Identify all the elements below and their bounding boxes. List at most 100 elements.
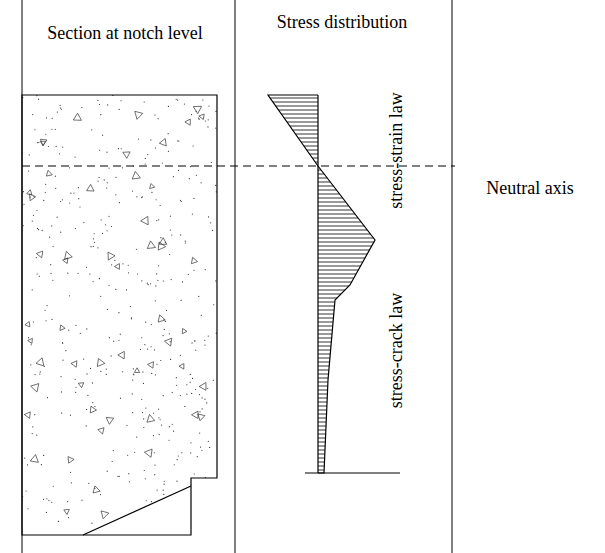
stipple-dot bbox=[93, 233, 94, 234]
aggregate-mark bbox=[30, 194, 36, 201]
stipple-dot bbox=[177, 459, 178, 460]
hatch-line bbox=[318, 390, 328, 391]
stipple-dot bbox=[172, 511, 173, 512]
aggregate-mark bbox=[30, 455, 38, 463]
stipple-dot bbox=[169, 333, 170, 334]
stipple-dot bbox=[126, 289, 127, 290]
stipple-dot bbox=[182, 497, 183, 498]
hatch-line bbox=[318, 434, 326, 435]
stipple-dot bbox=[131, 317, 132, 318]
stipple-dot bbox=[91, 523, 92, 524]
stipple-dot bbox=[179, 523, 180, 524]
stipple-dot bbox=[166, 310, 167, 311]
stipple-dot bbox=[112, 528, 113, 529]
stipple-dot bbox=[51, 129, 52, 130]
stipple-dot bbox=[111, 264, 112, 265]
stipple-dot bbox=[186, 393, 187, 394]
stipple-dot bbox=[147, 348, 148, 349]
stipple-dot bbox=[151, 373, 152, 374]
aggregate-mark bbox=[159, 238, 167, 245]
hatch-line bbox=[318, 338, 332, 339]
hatch-line bbox=[318, 302, 335, 303]
stipple-dot bbox=[145, 478, 146, 479]
stipple-dot bbox=[141, 280, 142, 281]
stipple-dot bbox=[197, 456, 198, 457]
stipple-dot bbox=[143, 427, 144, 428]
hatch-line bbox=[318, 410, 327, 411]
stipple-dot bbox=[191, 114, 192, 115]
stipple-dot bbox=[32, 426, 33, 427]
stipple-dot bbox=[142, 196, 143, 197]
stipple-dot bbox=[150, 139, 151, 140]
hatch-line bbox=[318, 290, 345, 291]
stipple-dot bbox=[83, 359, 84, 360]
stipple-dot bbox=[75, 379, 76, 380]
hatch-line bbox=[318, 234, 370, 235]
stipple-dot bbox=[122, 167, 123, 168]
stipple-dot bbox=[163, 280, 164, 281]
stipple-dot bbox=[215, 280, 216, 281]
stipple-dot bbox=[48, 146, 49, 147]
stipple-dot bbox=[194, 486, 195, 487]
stipple-dot bbox=[100, 494, 101, 495]
stipple-dot bbox=[158, 219, 159, 220]
hatch-line bbox=[279, 110, 318, 111]
stipple-dot bbox=[170, 521, 171, 522]
stipple-dot bbox=[212, 230, 213, 231]
stipple-dot bbox=[180, 234, 181, 235]
stipple-dot bbox=[141, 197, 142, 198]
stipple-dot bbox=[141, 519, 142, 520]
stipple-dot bbox=[113, 341, 114, 342]
stipple-dot bbox=[93, 246, 94, 247]
stipple-dot bbox=[73, 192, 74, 193]
hatch-line bbox=[318, 326, 333, 327]
stipple-dot bbox=[118, 148, 119, 149]
stipple-dot bbox=[53, 486, 54, 487]
stipple-dot bbox=[160, 419, 161, 420]
stipple-dot bbox=[107, 104, 108, 105]
stipple-dot bbox=[201, 450, 202, 451]
aggregate-mark bbox=[98, 428, 104, 434]
hatch-line bbox=[318, 198, 343, 199]
stipple-dot bbox=[180, 200, 181, 201]
stipple-dot bbox=[69, 295, 70, 296]
stipple-dot bbox=[178, 455, 179, 456]
stipple-dot bbox=[207, 388, 208, 389]
hatch-line bbox=[318, 330, 332, 331]
hatch-line bbox=[310, 154, 318, 155]
aggregate-mark bbox=[60, 325, 65, 331]
stipple-dot bbox=[130, 306, 131, 307]
stipple-dot bbox=[215, 128, 216, 129]
panel-lines bbox=[22, 0, 452, 553]
stipple-dot bbox=[200, 446, 201, 447]
stipple-dot bbox=[105, 224, 106, 225]
stipple-dot bbox=[150, 283, 151, 284]
stipple-dot bbox=[60, 232, 61, 233]
hatch-line bbox=[318, 262, 363, 263]
aggregate-mark bbox=[199, 383, 206, 391]
hatch-line bbox=[290, 126, 318, 127]
hatch-line bbox=[318, 362, 330, 363]
stipple-dot bbox=[115, 289, 116, 290]
stipple-dot bbox=[25, 490, 26, 491]
aggregate-mark bbox=[78, 383, 84, 388]
stipple-dot bbox=[52, 118, 53, 119]
stipple-dot bbox=[108, 216, 109, 217]
aggregate-mark bbox=[123, 152, 130, 158]
hatch-line bbox=[318, 370, 329, 371]
stipple-dot bbox=[171, 234, 172, 235]
hatch-line bbox=[318, 258, 365, 259]
stipple-dot bbox=[190, 442, 191, 443]
stipple-dot bbox=[43, 200, 44, 201]
stipple-dot bbox=[211, 162, 212, 163]
stipple-dot bbox=[170, 230, 171, 231]
stipple-dot bbox=[208, 523, 209, 524]
stipple-dot bbox=[208, 105, 209, 106]
hatch-line bbox=[318, 354, 330, 355]
stipple-dot bbox=[132, 190, 133, 191]
stipple-dot bbox=[155, 199, 156, 200]
stipple-dot bbox=[166, 506, 167, 507]
stipple-dot bbox=[32, 289, 33, 290]
stipple-dot bbox=[100, 296, 101, 297]
stipple-dot bbox=[169, 254, 170, 255]
